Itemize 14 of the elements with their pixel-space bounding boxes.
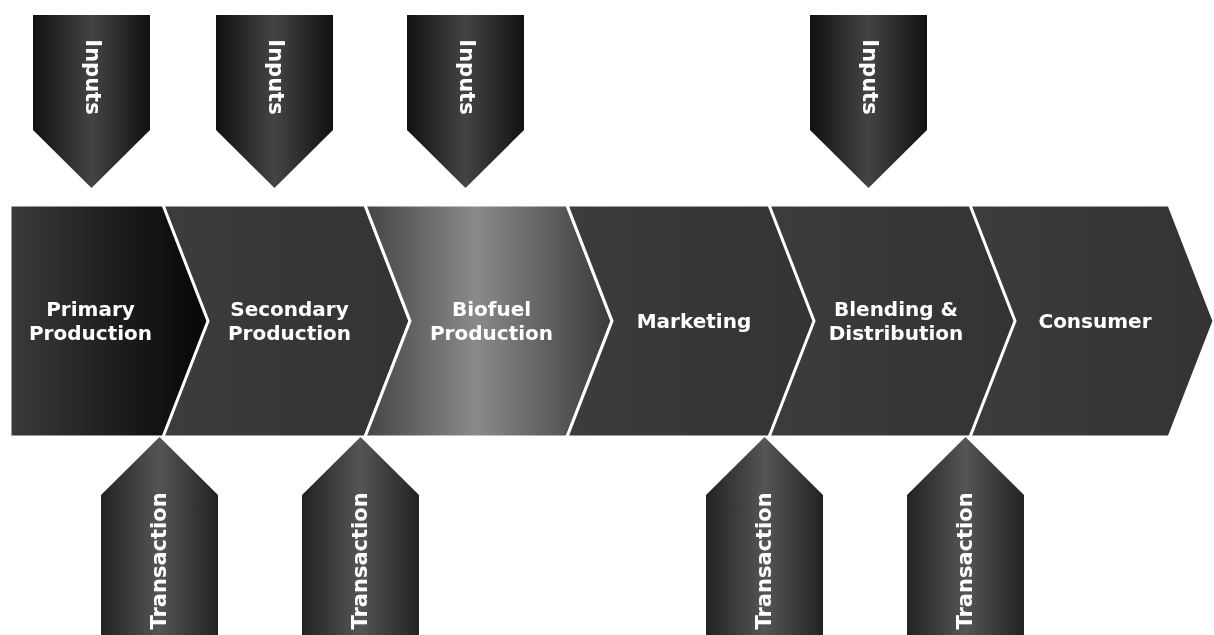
- step-label: Primary Production: [27, 297, 154, 345]
- step-label: Consumer: [1037, 309, 1153, 333]
- arrow-label: Transaction: [751, 492, 777, 630]
- arrow-label: Transaction: [146, 492, 172, 630]
- step-label: Biofuel Production: [428, 297, 555, 345]
- arrow-label: Transaction: [952, 492, 978, 630]
- arrow-label: Transaction: [347, 492, 373, 630]
- step-label: Marketing: [635, 309, 753, 333]
- arrow-label: Inputs: [856, 39, 882, 115]
- step-label: Blending & Distribution: [827, 297, 965, 345]
- arrow-label: Inputs: [262, 39, 288, 115]
- step-label: Secondary Production: [226, 297, 353, 345]
- arrow-label: Inputs: [453, 39, 479, 115]
- arrow-label: Inputs: [79, 39, 105, 115]
